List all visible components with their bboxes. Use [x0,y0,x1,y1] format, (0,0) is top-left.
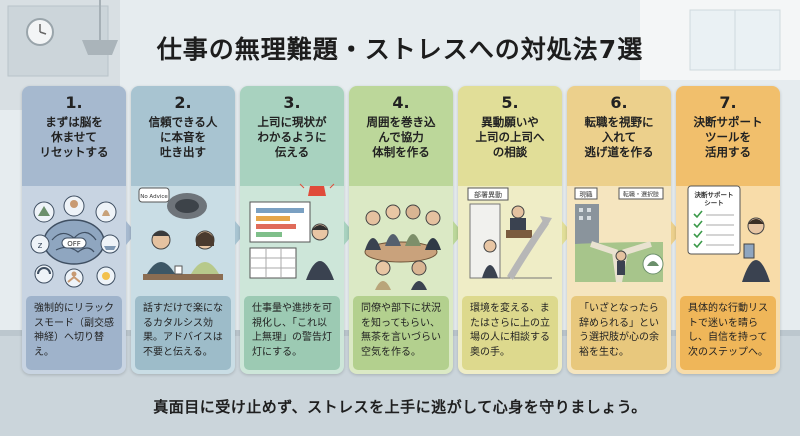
step-card-head: 1. まずは脳を 休ませて リセットする [22,86,126,186]
step-card-7: 7. 決断サポート ツールを 活用する 決断サポート シート 具体的な行動リス … [676,86,780,374]
step-card-4: 4. 周囲を巻き込 んで協力 体制を作る 同僚や部下に状況 を知ってもらい、 無… [349,86,453,374]
step-number: 6. [610,93,628,112]
step-card-head: 6. 転職を視野に 入れて 逃げ道を作る [567,86,671,186]
step-card-head: 5. 異動願いや 上司の上司へ の相談 [458,86,562,186]
step-card-2: 2. 信頼できる人 に本音を 吐き出す No Advice 話すだけで楽にな る… [131,86,235,374]
step-card-5: 5. 異動願いや 上司の上司へ の相談 部署異動 環境を変える、ま たはさらに上… [458,86,562,374]
step-card-head: 3. 上司に現状が わかるように 伝える [240,86,344,186]
talking-friends-illustration: No Advice [138,187,223,280]
step-number: 4. [392,93,410,112]
department-transfer-sign: 部署異動 [474,190,502,199]
no-advice-sign: No Advice [140,194,168,200]
step-description: 具体的な行動リス トで迷いを晴ら し、自信を持って 次のステップへ。 [680,296,776,370]
step-heading: まずは脳を 休ませて リセットする [39,115,109,159]
step-number: 1. [65,93,83,112]
step-description: 環境を変える、ま たはさらに上の立 場の人に相談する 奥の手。 [462,296,558,370]
step-card-head: 7. 決断サポート ツールを 活用する [676,86,780,186]
steps-row: 1. まずは脳を 休ませて リセットする OFF z [22,86,780,374]
step-card-1: 1. まずは脳を 休ませて リセットする OFF z [22,86,126,374]
crossroads-illustration: 現職 転職・選択肢 [574,187,664,283]
report-to-boss-illustration [249,183,335,280]
step-card-3: 3. 上司に現状が わかるように 伝える 仕事量や進捗を可 視化し、「これ以 上… [240,86,344,374]
step-description: 強制的にリラック スモード（副交感 神経）へ切り替え。 [26,296,122,370]
step-card-head: 4. 周囲を巻き込 んで協力 体制を作る [349,86,453,186]
step-card-head: 2. 信頼できる人 に本音を 吐き出す [131,86,235,186]
brain-relax-illustration: OFF z [30,195,120,288]
step-description: 話すだけで楽にな るカタルシス効 果。アドバイスは 不要と伝える。 [135,296,231,370]
step-heading: 転職を視野に 入れて 逃げ道を作る [584,115,654,159]
decision-sheet-title-line1: 決断サポート [695,190,734,199]
page-title: 仕事の無理難題・ストレスへの対処法7選 [156,35,644,64]
step-heading: 周囲を巻き込 んで協力 体制を作る [366,115,436,159]
step-heading: 決断サポート ツールを 活用する [693,115,763,159]
decision-sheet-illustration: 決断サポート シート [687,185,770,282]
decision-sheet-title-line2: シート [704,199,724,207]
step-number: 7. [719,93,737,112]
step-heading: 異動願いや 上司の上司へ の相談 [475,115,545,159]
team-meeting-illustration [364,204,441,290]
career-change-sign: 転職・選択肢 [623,191,659,199]
footer-message: 真面目に受け止めず、ストレスを上手に逃がして心身を守りましょう。 [153,398,647,416]
off-switch-label: OFF [67,240,81,248]
current-job-sign: 現職 [580,190,594,199]
svg-text:z: z [38,241,43,251]
step-number: 5. [501,93,519,112]
step-heading: 信頼できる人 に本音を 吐き出す [148,115,218,159]
step-number: 2. [174,93,192,112]
step-number: 3. [283,93,301,112]
step-description: 仕事量や進捗を可 視化し、「これ以 上無理」の警告灯 灯にする。 [244,296,340,370]
transfer-request-illustration: 部署異動 [467,187,552,280]
step-description: 同僚や部下に状況 を知ってもらい、 無茶を言いづらい 空気を作る。 [353,296,449,370]
step-card-6: 6. 転職を視野に 入れて 逃げ道を作る 現職 転職・選択肢 「いざとなったら … [567,86,671,374]
step-heading: 上司に現状が わかるように 伝える [257,115,327,159]
step-description: 「いざとなったら 辞められる」とい う選択肢が心の余 裕を生む。 [571,296,667,370]
